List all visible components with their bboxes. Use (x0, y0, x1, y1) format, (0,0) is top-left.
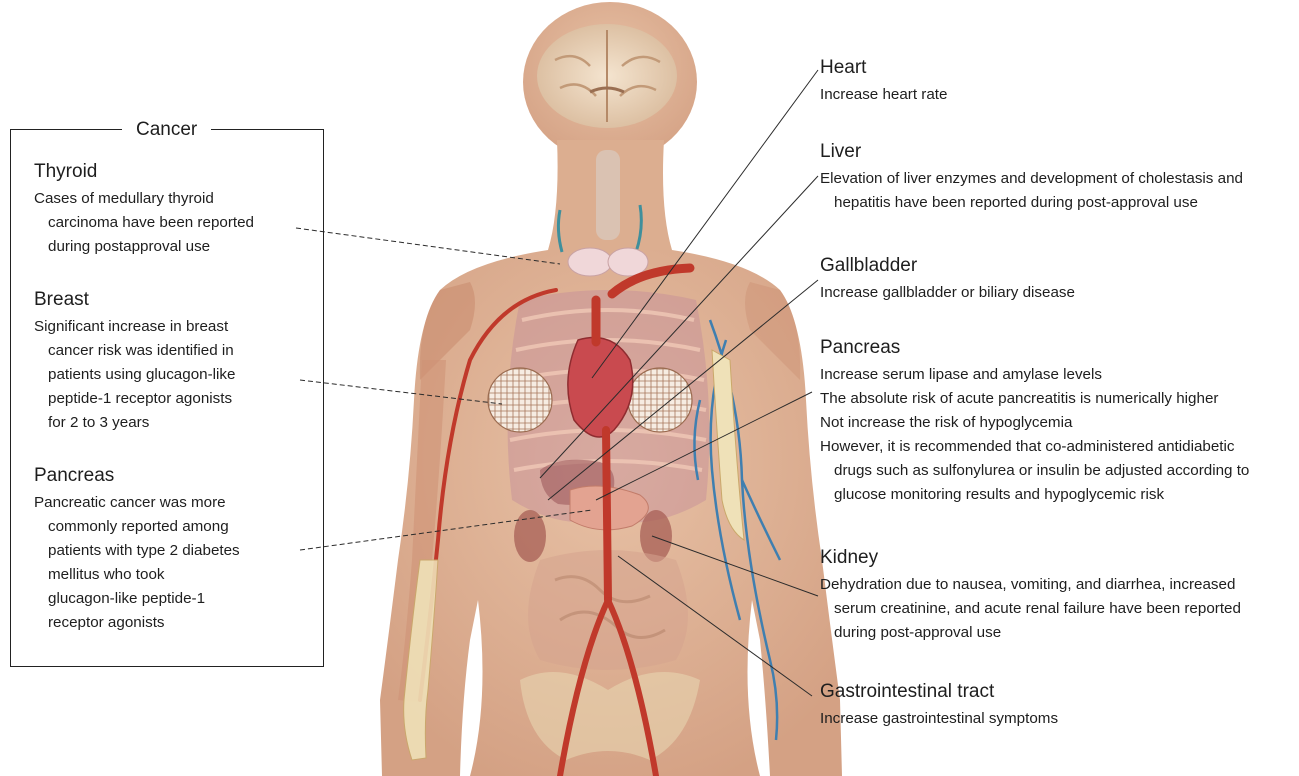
left-breast (488, 368, 552, 432)
effect-gallbladder: Gallbladder Increase gallbladder or bili… (820, 254, 1295, 305)
effect-text: Cases of medullary thyroid carcinoma hav… (34, 187, 324, 259)
effect-text: Increase gallbladder or biliary disease (820, 281, 1295, 305)
effect-pancreas: Pancreas Increase serum lipase and amyla… (820, 336, 1295, 507)
effect-text: Increase serum lipase and amylase levels… (820, 363, 1295, 507)
organ-heading: Pancreas (820, 336, 1295, 360)
effect-text: Significant increase in breast cancer ri… (34, 315, 324, 435)
right-breast (628, 368, 692, 432)
trachea (596, 150, 620, 240)
effect-text: Dehydration due to nausea, vomiting, and… (820, 573, 1295, 645)
effect-gastrointestinal-tract: Gastrointestinal tract Increase gastroin… (820, 680, 1295, 731)
cancer-item-pancreas: Pancreas Pancreatic cancer was more comm… (34, 464, 324, 635)
effect-text: Increase gastrointestinal symptoms (820, 707, 1295, 731)
organ-heading: Liver (820, 140, 1295, 164)
effect-heart: Heart Increase heart rate (820, 56, 1295, 107)
effect-kidney: Kidney Dehydration due to nausea, vomiti… (820, 546, 1295, 645)
left-kidney (514, 510, 546, 562)
cancer-item-breast: Breast Significant increase in breast ca… (34, 288, 324, 435)
cancer-item-thyroid: Thyroid Cases of medullary thyroid carci… (34, 160, 324, 259)
effect-liver: Liver Elevation of liver enzymes and dev… (820, 140, 1295, 215)
organ-heading: Heart (820, 56, 1295, 80)
organ-heading: Thyroid (34, 160, 324, 184)
brain (537, 24, 677, 128)
organ-heading: Breast (34, 288, 324, 312)
organ-heading: Pancreas (34, 464, 324, 488)
effect-text: Pancreatic cancer was more commonly repo… (34, 491, 324, 635)
effect-text: Increase heart rate (820, 83, 1295, 107)
organ-heading: Kidney (820, 546, 1295, 570)
cancer-panel-title: Cancer (122, 119, 211, 141)
organ-heading: Gallbladder (820, 254, 1295, 278)
effect-text: Elevation of liver enzymes and developme… (820, 167, 1295, 215)
thyroid (568, 248, 612, 276)
organ-heading: Gastrointestinal tract (820, 680, 1295, 704)
